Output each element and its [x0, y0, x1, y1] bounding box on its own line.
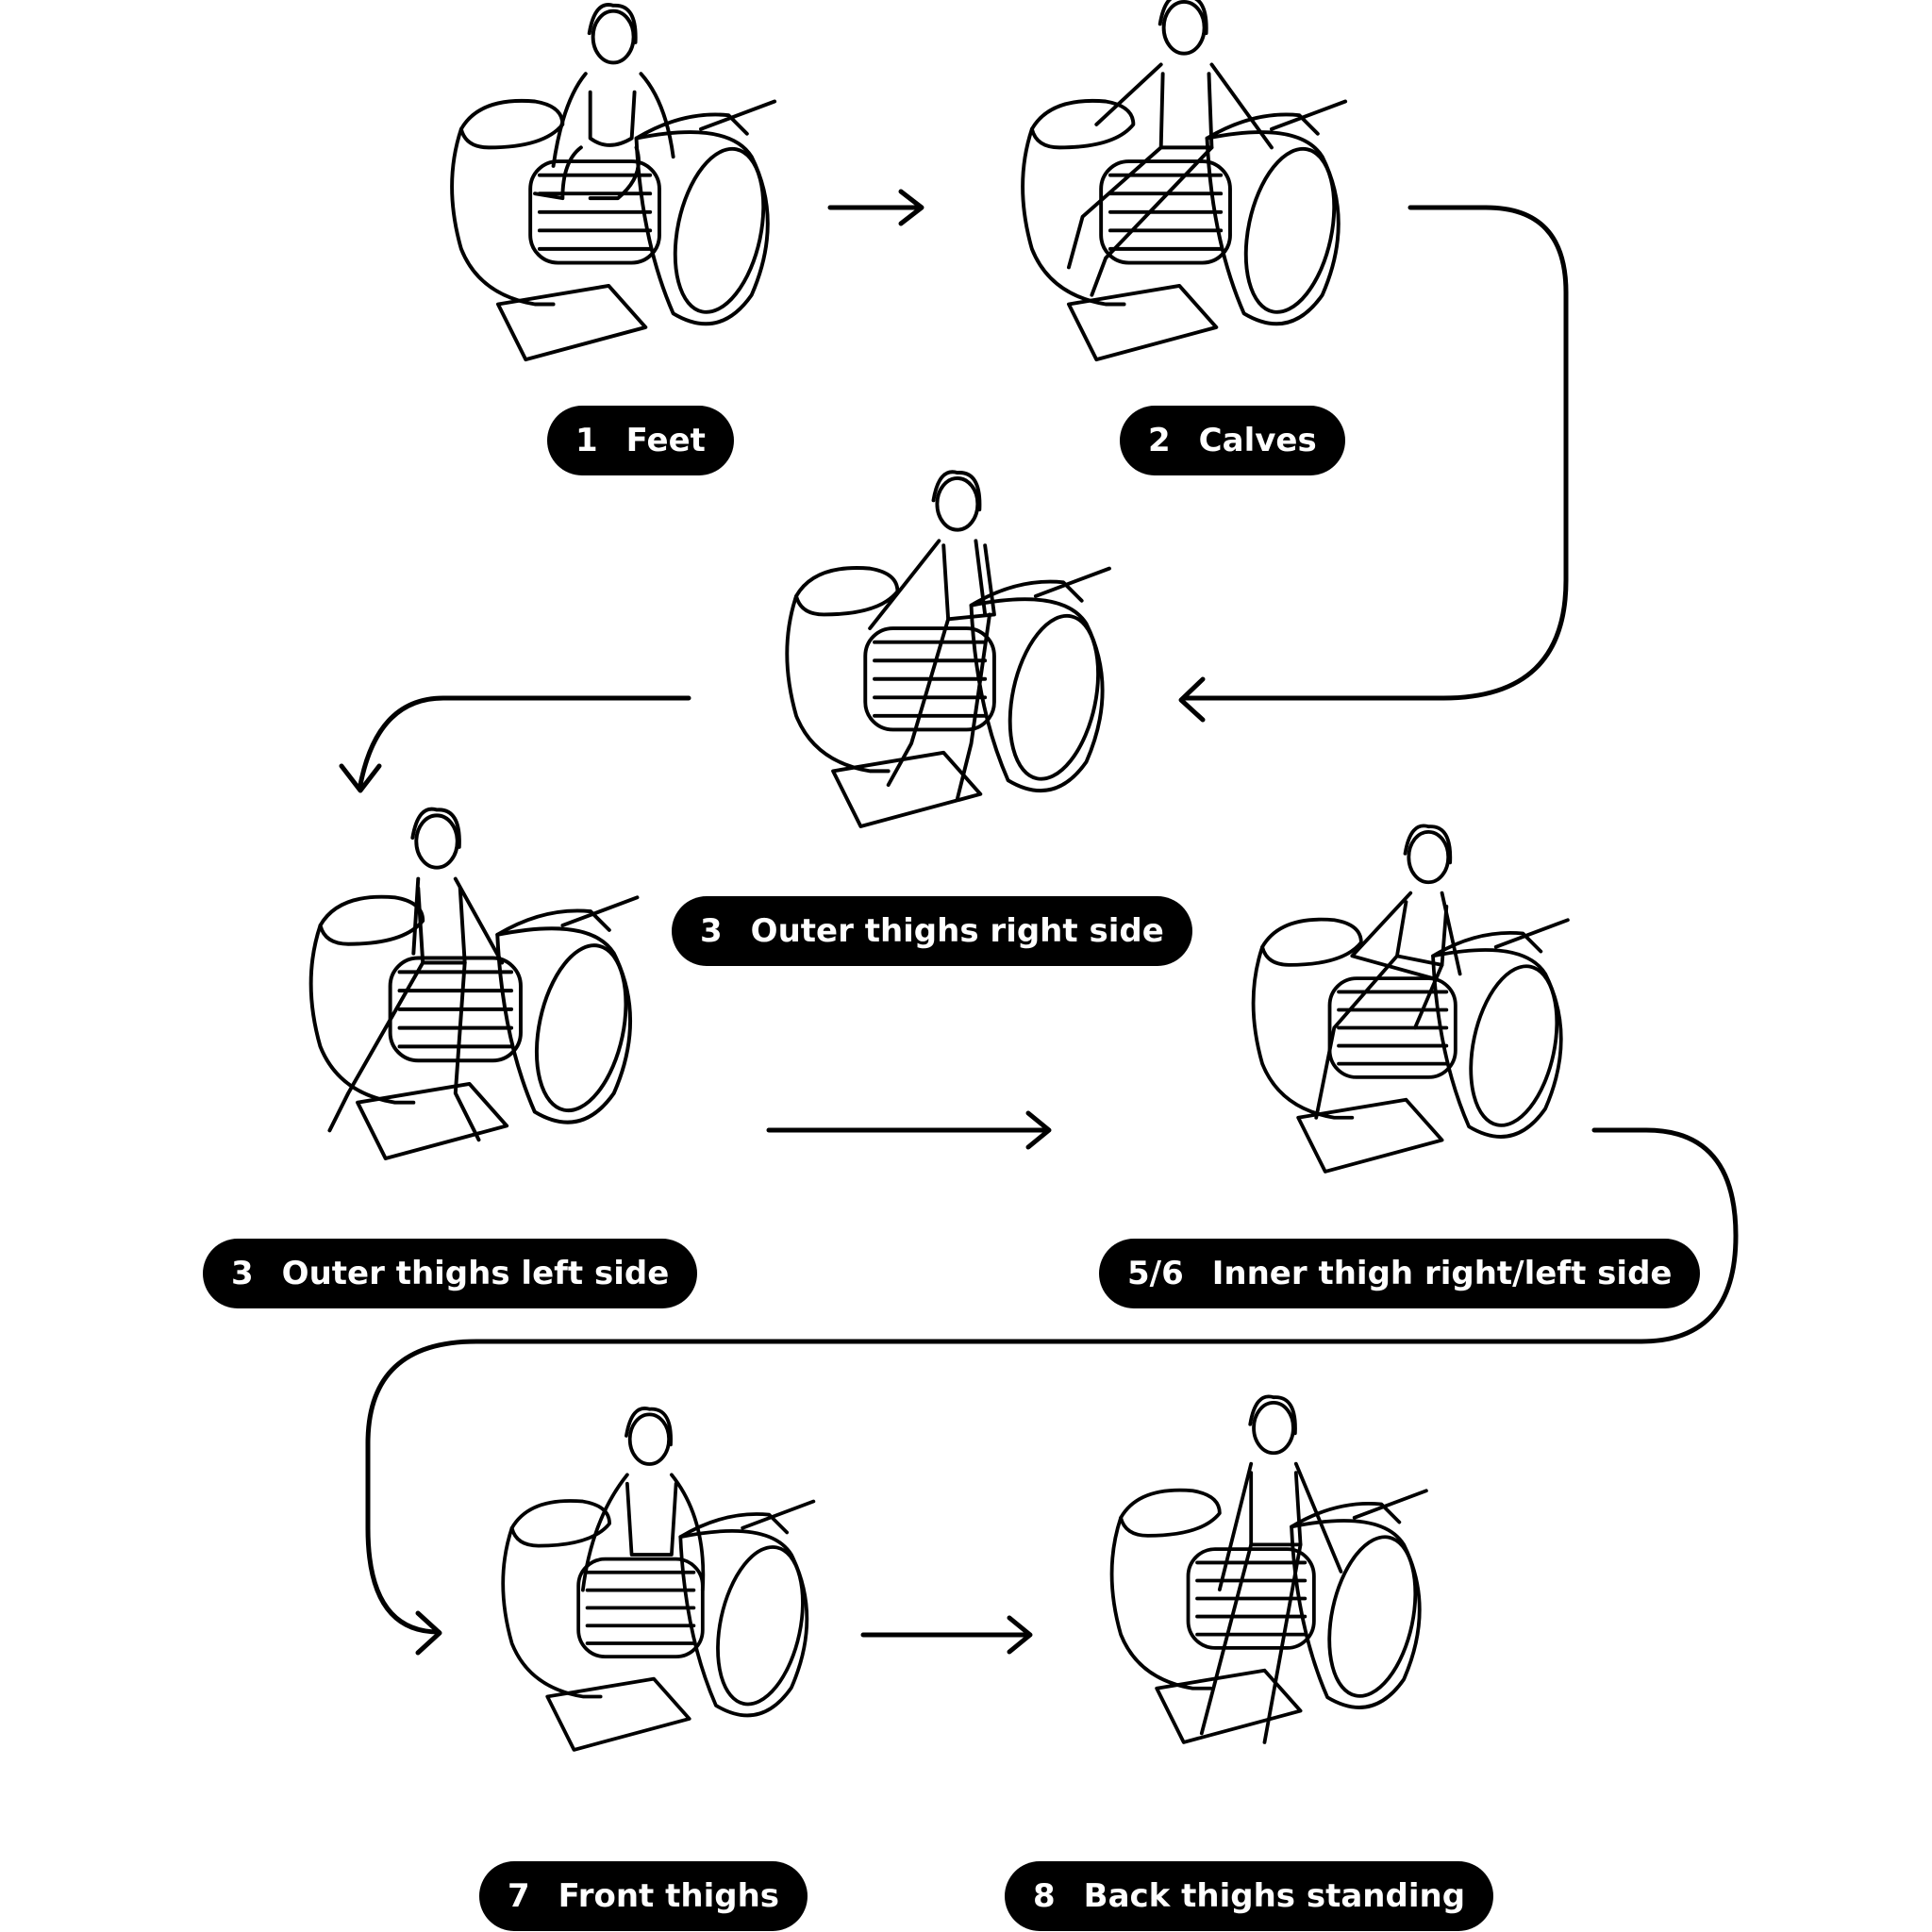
step-number: 5/6 [1127, 1255, 1184, 1292]
roller-machine-icon [1251, 917, 1570, 1174]
person-figure-icon [327, 807, 505, 1142]
step-text: Outer thighs left side [281, 1255, 670, 1292]
step-label-feet: 1 Feet [547, 406, 734, 475]
step-illustration-front-thighs [476, 1382, 849, 1816]
arrow-right-icon [766, 1110, 1052, 1150]
person-figure-icon [580, 1407, 706, 1592]
roller-machine-icon [1021, 98, 1348, 362]
step-number: 7 [508, 1877, 530, 1915]
step-illustration-inner-thigh [1226, 816, 1604, 1222]
person-figure-icon [533, 3, 675, 201]
step-text: Back thighs standing [1083, 1877, 1466, 1915]
curved-arrow-icon [339, 695, 691, 793]
step-label-inner-thigh: 5/6 Inner thigh right/left side [1099, 1239, 1701, 1308]
arrow-right-icon [827, 189, 924, 226]
step-illustration-back-thighs [1085, 1368, 1462, 1811]
step-text: Inner thigh right/left side [1211, 1255, 1673, 1292]
person-figure-icon [1314, 824, 1462, 1120]
step-label-back-thighs: 8 Back thighs standing [1005, 1861, 1494, 1931]
person-figure-icon [868, 470, 996, 801]
roller-machine-icon [1109, 1488, 1428, 1744]
curved-arrow-icon [1178, 205, 1569, 723]
step-number: 8 [1033, 1877, 1056, 1915]
step-illustration-outer-thighs-right [759, 458, 1146, 882]
step-number: 3 [700, 912, 723, 950]
roller-machine-icon [450, 98, 777, 362]
step-number: 2 [1148, 422, 1171, 459]
curved-arrow-icon [365, 1127, 1739, 1656]
step-number: 1 [575, 422, 598, 459]
step-illustration-calves [991, 0, 1387, 406]
arrow-right-icon [860, 1615, 1033, 1655]
step-label-outer-thighs-right: 3 Outer thighs right side [672, 896, 1192, 966]
step-text: Front thighs [558, 1877, 780, 1915]
step-text: Outer thighs right side [750, 912, 1164, 950]
step-label-calves: 2 Calves [1120, 406, 1345, 475]
step-label-front-thighs: 7 Front thighs [479, 1861, 808, 1931]
person-figure-icon [1067, 0, 1274, 297]
step-label-outer-thighs-left: 3 Outer thighs left side [203, 1239, 698, 1308]
step-text: Calves [1198, 422, 1317, 459]
roller-machine-icon [501, 1499, 816, 1752]
step-number: 3 [231, 1255, 254, 1292]
step-illustration-outer-thighs-left [283, 774, 675, 1226]
roller-machine-icon [308, 894, 640, 1160]
person-figure-icon [1199, 1394, 1343, 1744]
step-illustration-feet [420, 0, 816, 406]
step-text: Feet [625, 422, 706, 459]
roller-machine-icon [785, 566, 1111, 828]
